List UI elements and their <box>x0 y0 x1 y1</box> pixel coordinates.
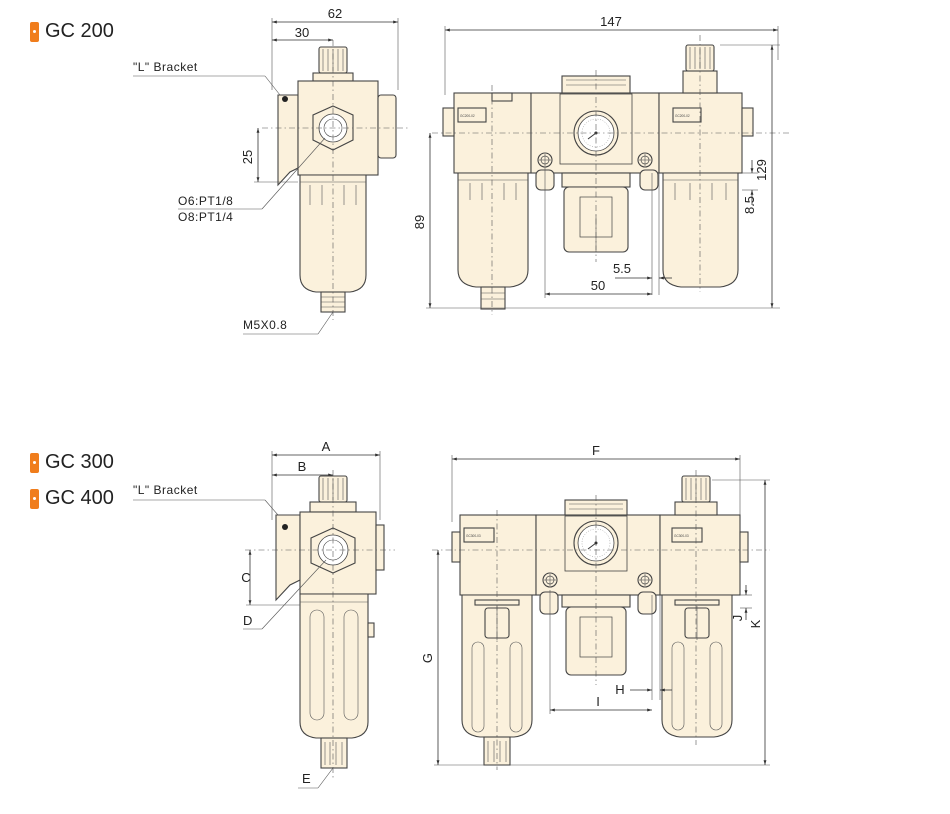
l-bracket <box>275 514 301 602</box>
dim-total-width: F <box>592 443 600 458</box>
svg-text:GC200-02: GC200-02 <box>460 114 475 118</box>
drain-label: E <box>302 771 311 786</box>
svg-text:GC300-03: GC300-03 <box>674 534 689 538</box>
dim-lower-height: 89 <box>412 215 427 229</box>
dim-pitch: I <box>596 694 600 709</box>
dim-bracket-height: 25 <box>240 150 255 164</box>
port-label: D <box>243 613 252 628</box>
dim-width: A <box>322 439 331 454</box>
dim-half: B <box>298 459 307 474</box>
dim-pitch: 50 <box>591 278 605 293</box>
port-label-2: O8:PT1/4 <box>178 210 233 224</box>
series-title-label: GC 300 <box>45 451 114 473</box>
bullet-icon <box>30 21 39 42</box>
port-label-1: O6:PT1/8 <box>178 194 233 208</box>
dim-gap: 5.5 <box>613 261 631 276</box>
dim-offset: J <box>730 615 745 622</box>
dim-gap: H <box>615 682 624 697</box>
series-title-label: GC 200 <box>45 20 114 42</box>
drain-label: M5X0.8 <box>243 318 287 332</box>
bullet-icon <box>30 488 39 509</box>
dim-lower-height: G <box>420 653 435 663</box>
dim-half: 30 <box>295 25 309 40</box>
dim-total-width: 147 <box>600 14 622 29</box>
bracket-label: "L" Bracket <box>133 60 198 74</box>
gc200-side-view: 62 30 25 "L" Bracket <box>133 6 410 335</box>
bracket-label: "L" Bracket <box>133 483 198 497</box>
series-title-gc400: GC 400 <box>30 487 114 510</box>
gc300-side-view: A B C "L" Bracket <box>133 439 395 789</box>
dim-bracket-height: C <box>241 570 250 585</box>
series-title-gc300: GC 300 <box>30 451 114 474</box>
l-bracket <box>277 94 299 187</box>
dim-total-height: 129 <box>754 159 769 181</box>
series-title-label: GC 400 <box>45 487 114 509</box>
gc300-front-view: F GC300-03 GC300-03 <box>420 443 770 770</box>
gc200-front-view: 147 GC200-02 GC200-02 <box>412 14 790 315</box>
dim-width: 62 <box>328 6 342 21</box>
series-title-gc200: GC 200 <box>30 20 114 43</box>
dim-offset: 8.5 <box>742 196 757 214</box>
dim-total-height: K <box>748 619 763 628</box>
svg-text:GC300-03: GC300-03 <box>466 534 481 538</box>
svg-text:GC200-02: GC200-02 <box>675 114 690 118</box>
bullet-icon <box>30 452 39 473</box>
